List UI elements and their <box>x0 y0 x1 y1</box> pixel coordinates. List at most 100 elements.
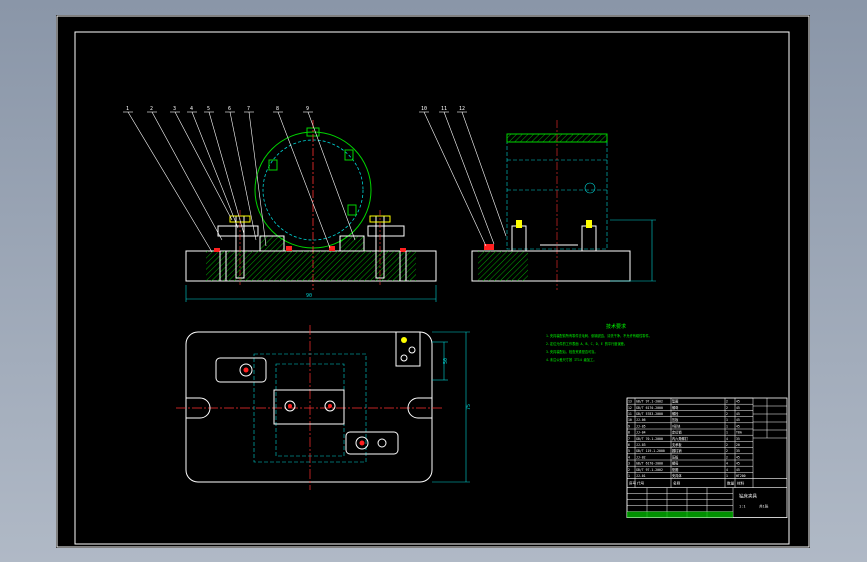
svg-text:4: 4 <box>726 468 728 472</box>
upper-clamp <box>215 357 267 383</box>
svg-text:11: 11 <box>441 106 447 112</box>
svg-text:4: 4 <box>628 455 630 459</box>
svg-text:1: 1 <box>726 431 728 435</box>
svg-text:JJ-01: JJ-01 <box>636 474 646 478</box>
balloon-9: 9 <box>303 106 313 113</box>
svg-text:2: 2 <box>628 468 630 472</box>
svg-text:45: 45 <box>736 406 740 410</box>
svg-text:数量: 数量 <box>727 481 735 486</box>
balloon-6: 6 <box>225 106 235 113</box>
svg-text:JJ-02: JJ-02 <box>636 455 646 459</box>
outer-frame <box>56 15 810 548</box>
svg-text:材料: 材料 <box>737 481 745 486</box>
svg-text:20: 20 <box>736 443 740 447</box>
svg-text:8: 8 <box>628 431 630 435</box>
svg-text:7: 7 <box>628 437 630 441</box>
title-block-scale: 1:1 <box>739 505 746 509</box>
svg-text:名称: 名称 <box>673 481 681 486</box>
svg-text:2: 2 <box>726 455 728 459</box>
svg-text:4: 4 <box>726 462 728 466</box>
plan-outline <box>185 331 433 483</box>
svg-text:内六角螺钉: 内六角螺钉 <box>672 436 689 441</box>
svg-text:JJ-06: JJ-06 <box>636 418 646 422</box>
svg-text:6: 6 <box>628 443 630 447</box>
svg-text:4: 4 <box>726 437 728 441</box>
svg-text:1: 1 <box>726 474 728 478</box>
svg-text:35: 35 <box>736 449 740 453</box>
svg-text:1: 1 <box>726 418 728 422</box>
balloon-12: 12 <box>457 106 467 113</box>
balloon-8: 8 <box>273 106 283 113</box>
title-block-name: 钻床夹具 <box>739 493 757 500</box>
svg-text:GB/T 6170-2000: GB/T 6170-2000 <box>636 406 663 410</box>
technical-notes: 技术要求 1.夹具装配前所有零件去毛刺、倒钝锐边，清洗干净，不允许有磁性零件。 … <box>546 323 652 362</box>
svg-text:圆柱销: 圆柱销 <box>672 448 682 453</box>
balloon-11: 11 <box>439 106 449 113</box>
svg-text:T8A: T8A <box>736 431 742 435</box>
bom-row: 2 GB/T 97.1-2002 垫圈 4 45 <box>627 465 753 472</box>
svg-text:2: 2 <box>726 400 728 404</box>
svg-text:5: 5 <box>628 449 630 453</box>
svg-text:1: 1 <box>628 474 630 478</box>
svg-text:代号: 代号 <box>637 481 645 486</box>
svg-text:9: 9 <box>306 106 309 112</box>
svg-text:45: 45 <box>736 418 740 422</box>
svg-text:JJ-04: JJ-04 <box>636 431 646 435</box>
svg-text:12: 12 <box>628 406 632 410</box>
svg-text:10: 10 <box>628 418 632 422</box>
svg-text:定位销: 定位销 <box>672 430 682 435</box>
notes-line-4: 4.未注公差尺寸按 IT14 级加工。 <box>546 357 596 362</box>
title-block-sheet: 共1张 <box>759 504 769 509</box>
svg-text:2: 2 <box>726 412 728 416</box>
plan-view[interactable]: 50 75 <box>176 325 472 490</box>
svg-text:垫圈: 垫圈 <box>672 467 678 472</box>
svg-text:3: 3 <box>628 462 630 466</box>
svg-text:45: 45 <box>736 412 740 416</box>
notes-line-3: 3.夹具装配后，检查夹紧是否可靠。 <box>546 349 598 354</box>
svg-text:支承板: 支承板 <box>672 442 682 447</box>
svg-text:3: 3 <box>173 106 176 112</box>
svg-text:GB/T 70.1-2000: GB/T 70.1-2000 <box>636 437 663 441</box>
svg-text:GB/T 97.1-2002: GB/T 97.1-2002 <box>636 468 663 472</box>
svg-text:序号: 序号 <box>629 481 637 486</box>
svg-text:4: 4 <box>190 106 193 112</box>
svg-text:螺母: 螺母 <box>672 405 678 410</box>
svg-text:1: 1 <box>726 424 728 428</box>
svg-text:GB/T 6170-2000: GB/T 6170-2000 <box>636 462 663 466</box>
svg-text:2: 2 <box>726 406 728 410</box>
plan-height-dim: 75 <box>466 404 472 410</box>
svg-text:6: 6 <box>228 106 231 112</box>
inner-frame <box>74 31 790 545</box>
svg-text:9: 9 <box>628 424 630 428</box>
svg-text:11: 11 <box>628 412 632 416</box>
lower-clamp <box>345 431 399 455</box>
svg-text:V形块: V形块 <box>672 423 681 428</box>
side-base <box>471 250 631 282</box>
notes-line-1: 1.夹具装配前所有零件去毛刺、倒钝锐边，清洗干净，不允许有磁性零件。 <box>546 333 652 338</box>
notes-title: 技术要求 <box>606 323 626 330</box>
svg-text:13: 13 <box>628 400 632 404</box>
svg-text:45: 45 <box>736 468 740 472</box>
svg-text:2: 2 <box>726 449 728 453</box>
balloon-7: 7 <box>244 106 254 113</box>
svg-text:螺栓: 螺栓 <box>672 411 679 416</box>
svg-text:JJ-05: JJ-05 <box>636 424 646 428</box>
balloon-1: 1 <box>123 106 133 113</box>
svg-text:2: 2 <box>150 106 153 112</box>
svg-text:垫圈: 垫圈 <box>672 399 678 404</box>
